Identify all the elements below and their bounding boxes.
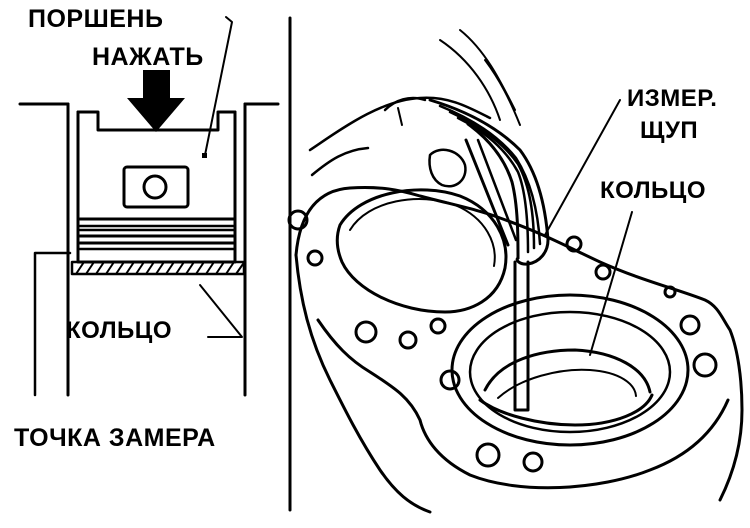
feeler-gauge-icon: [428, 98, 550, 412]
cylinder-block-illustration: [287, 29, 744, 514]
piston-label: ПОРШЕНЬ: [28, 5, 164, 33]
feeler-gauge-label-line2: ЩУП: [640, 117, 699, 144]
ring-label-right: КОЛЬЦО: [600, 177, 707, 204]
piston-ring-cross-section: [18, 16, 280, 397]
ring-hatching: [75, 261, 244, 275]
measure-point-label: ТОЧКА ЗАМЕРА: [14, 424, 216, 452]
feeler-gauge-label-line1: ИЗМЕР.: [627, 85, 718, 112]
ring-label-left: КОЛЬЦО: [66, 317, 173, 344]
push-label: НАЖАТЬ: [92, 43, 204, 71]
push-arrow-icon: [127, 70, 185, 132]
